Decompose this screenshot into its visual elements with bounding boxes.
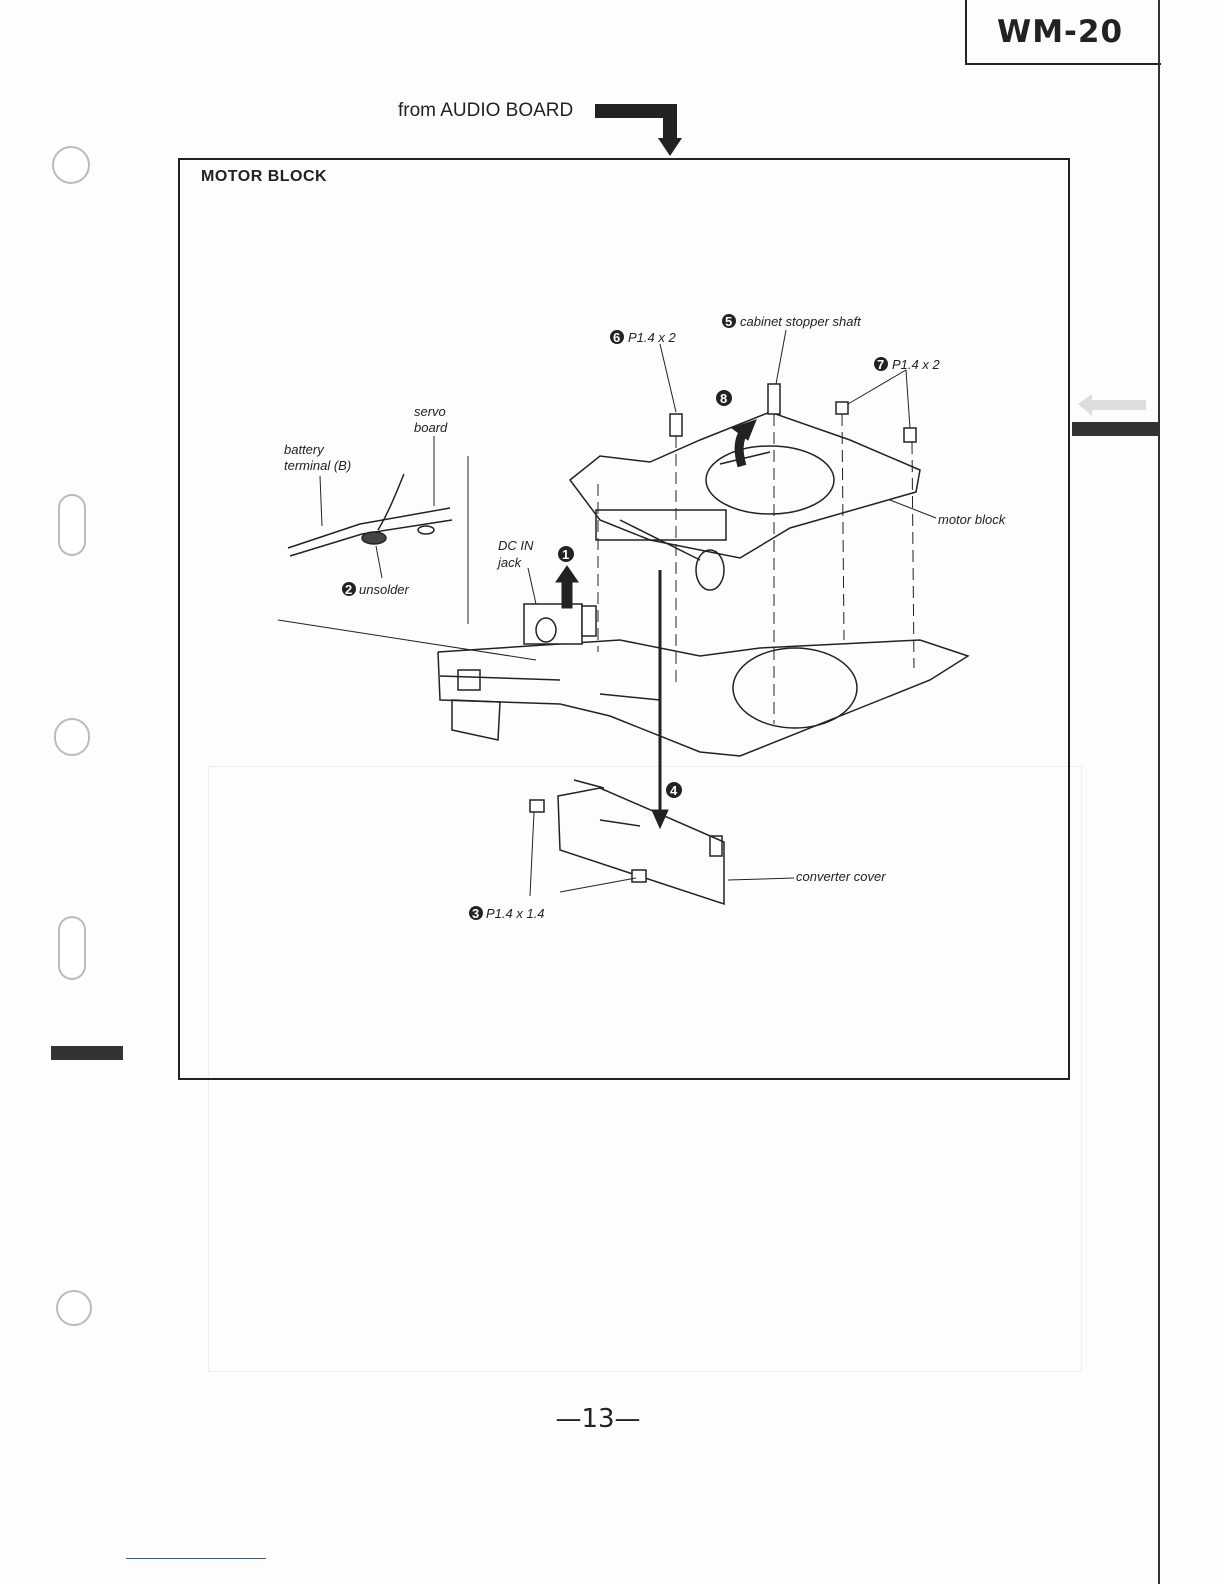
battery-terminal-label: terminal (B) <box>284 458 351 473</box>
audio-board-arrow <box>595 104 682 156</box>
servo-board-label: servo <box>414 404 446 419</box>
svg-text:5: 5 <box>725 314 732 329</box>
step-1-callout: 1 <box>558 546 574 562</box>
alignment-lines <box>598 414 914 724</box>
svg-text:unsolder: unsolder <box>359 582 410 597</box>
svg-text:2: 2 <box>345 582 352 597</box>
svg-text:1: 1 <box>562 547 569 562</box>
svg-text:P1.4 x 2: P1.4 x 2 <box>892 357 940 372</box>
motor-block-label: motor block <box>938 512 1007 527</box>
svg-text:7: 7 <box>877 357 884 372</box>
leader-lines <box>278 330 936 896</box>
servo-board-label: board <box>414 420 448 435</box>
step-7-callout: 7 P1.4 x 2 <box>874 357 940 372</box>
step-5-callout: 5 cabinet stopper shaft <box>722 314 862 329</box>
converter-cover <box>558 780 724 904</box>
step-2-callout: 2 unsolder <box>342 582 410 597</box>
battery-terminal-label: battery <box>284 442 325 457</box>
svg-text:6: 6 <box>613 330 620 345</box>
svg-text:P1.4 x 2: P1.4 x 2 <box>628 330 676 345</box>
svg-text:8: 8 <box>720 391 727 406</box>
dc-in-jack-label: jack <box>496 555 523 570</box>
svg-text:cabinet stopper shaft: cabinet stopper shaft <box>740 314 862 329</box>
dc-in-jack-label: DC IN <box>498 538 534 553</box>
converter-cover-label: converter cover <box>796 869 886 884</box>
side-arrow-icon <box>1078 394 1146 416</box>
footer-rule <box>126 1558 266 1559</box>
step-6-callout: 6 P1.4 x 2 <box>610 330 676 345</box>
svg-text:3: 3 <box>472 906 479 921</box>
page-number: —13— <box>548 1404 648 1434</box>
svg-text:P1.4 x 1.4: P1.4 x 1.4 <box>486 906 545 921</box>
dc-in-jack <box>524 604 596 644</box>
servo-board-detail <box>288 474 452 556</box>
step-3-callout: 3 P1.4 x 1.4 <box>469 906 545 921</box>
step-8-callout: 8 <box>716 390 732 406</box>
step-4-callout: 4 <box>666 782 682 798</box>
svg-text:4: 4 <box>670 783 678 798</box>
